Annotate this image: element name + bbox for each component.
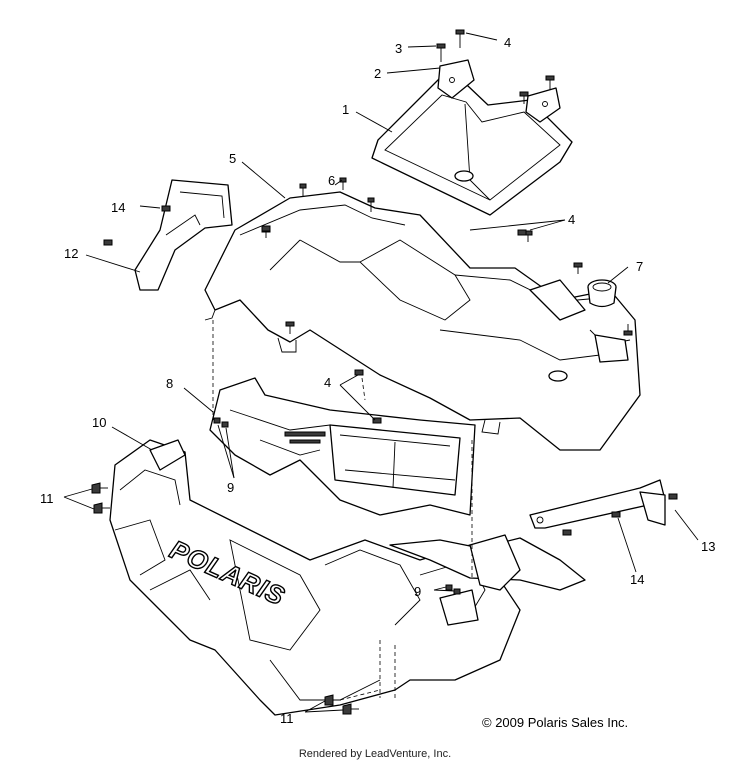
callout-1: 1 [342, 102, 349, 117]
callout-4-center: 4 [324, 375, 331, 390]
fuel-cap-part [587, 279, 617, 308]
callout-labels: 1 2 3 4 5 6 14 12 4 7 8 4 10 9 11 9 13 1… [40, 35, 715, 726]
clips-part [213, 417, 461, 595]
assembly-dashed-lines [212, 320, 473, 701]
callout-5: 5 [229, 151, 236, 166]
leader-lines [63, 32, 699, 713]
callout-4-top: 4 [504, 35, 511, 50]
callout-13: 13 [701, 539, 715, 554]
callout-3: 3 [395, 41, 402, 56]
callout-9-left: 9 [227, 480, 234, 495]
callout-8: 8 [166, 376, 173, 391]
hood-panel-part [371, 77, 573, 216]
callout-14-left: 14 [111, 200, 125, 215]
callout-6: 6 [328, 173, 335, 188]
screws-11-parts [91, 225, 621, 715]
callout-7: 7 [636, 259, 643, 274]
callout-4-right: 4 [568, 212, 575, 227]
render-credit-footer: Rendered by LeadVenture, Inc. [298, 748, 452, 760]
side-light-bar-part [103, 179, 233, 291]
copyright-notice: © 2009 Polaris Sales Inc. [482, 715, 629, 730]
callout-11-left: 11 [40, 491, 54, 506]
front-cab-body-part [204, 191, 641, 451]
callout-2: 2 [374, 66, 381, 81]
callout-11-bottom: 11 [280, 711, 294, 726]
callout-14-right: 14 [630, 572, 644, 587]
screw-top-parts [436, 29, 555, 104]
callout-12: 12 [64, 246, 78, 261]
callout-9-right: 9 [414, 584, 421, 599]
front-fascia-part: POLARIS [109, 439, 521, 716]
lower-support-part [389, 534, 586, 591]
right-bracket-part [529, 479, 678, 529]
lower-tray-part [209, 377, 476, 516]
hinge-bracket-part [437, 59, 561, 123]
callout-10: 10 [92, 415, 106, 430]
